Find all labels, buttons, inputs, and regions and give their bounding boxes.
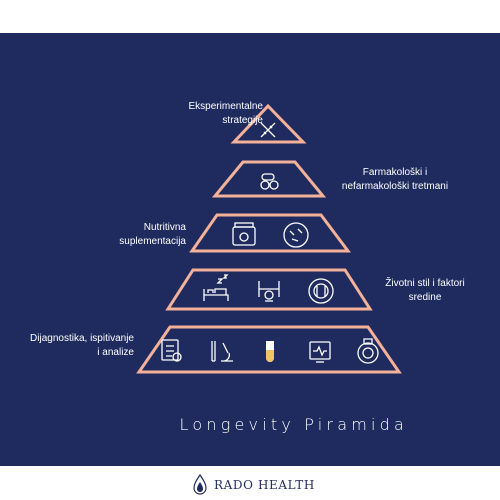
pyramid-panel: Eksperimentalne strategije Farmakološki …: [0, 33, 500, 466]
longevity-pyramid: [136, 103, 402, 374]
sleep-bed-icon: [203, 274, 229, 301]
tier-5-label: Dijagnostika, ispitivanje i analize: [30, 333, 134, 358]
pills-icon: [260, 173, 279, 190]
supplement-jar-icon: [232, 222, 256, 246]
tier-4-label: Životni stil i faktori sredine: [385, 278, 465, 303]
top-white-strip: [0, 0, 500, 33]
brand-name: RADO HEALTH: [214, 478, 315, 492]
fitness-icon: [258, 281, 280, 302]
brand-logo: RADO HEALTH: [190, 473, 330, 497]
tier-4-shape: [165, 268, 373, 311]
test-tube-icon: [266, 341, 274, 362]
tier-1-shape: [230, 103, 307, 144]
tier-2-shape: [211, 160, 327, 198]
clipboard-health-icon: [161, 339, 182, 362]
microscope-icon: [211, 341, 233, 362]
tier-3-shape: [189, 213, 351, 253]
tier-3-label: Nutritivna suplementacija: [119, 222, 186, 247]
tier-5-shape: [136, 325, 402, 374]
diet-plate-icon: [308, 278, 334, 304]
nutrition-plate-icon: [283, 222, 309, 248]
drop-logo-icon: [193, 473, 207, 495]
pyramid-title: Longevity Piramida: [179, 415, 408, 434]
tier-1-label: Eksperimentalne strategije: [188, 101, 263, 126]
tier-2-label: Farmakološki i nefarmakološki tretmani: [341, 167, 449, 192]
scanner-icon: [357, 338, 379, 364]
heart-monitor-icon: [309, 341, 331, 363]
dna-icon: [260, 122, 276, 138]
footer: [0, 466, 500, 500]
